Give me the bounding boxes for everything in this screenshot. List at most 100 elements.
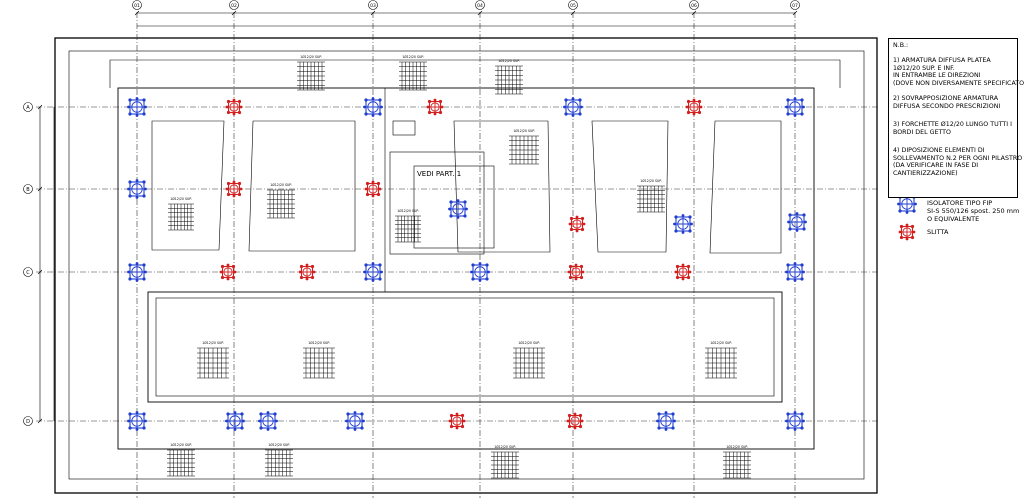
slider-symbol <box>225 180 243 198</box>
grid-bubble-row-C <box>23 267 33 277</box>
slider-symbol <box>685 98 703 116</box>
grid-bubble-col-03 <box>368 0 378 10</box>
rebar-label: 1Ø12/20 SUP. <box>498 58 520 63</box>
rebar-label: 1Ø12/20 SUP. <box>397 208 419 213</box>
slider-symbol <box>448 412 466 430</box>
rebar-label: 1Ø12/20 SUP. <box>726 444 748 449</box>
rebar-mesh: 1Ø12/20 SUP. <box>395 208 421 243</box>
rebar-mesh: 1Ø12/20 SUP. <box>303 340 335 379</box>
isolator-symbol <box>470 262 490 282</box>
slider-symbol <box>674 263 692 281</box>
slider-symbol <box>568 215 586 233</box>
opening-3 <box>392 120 416 136</box>
grid-label-col-01: 01 <box>134 3 140 9</box>
slab-outline-outer <box>54 37 878 494</box>
notes-header: N.B.: <box>893 42 909 49</box>
rebar-label: 1Ø12/20 SUP. <box>268 442 290 447</box>
rebar-label: 1Ø12/20 SUP. <box>300 54 322 59</box>
legend-slider-icon <box>898 223 916 241</box>
rebar-mesh: 1Ø12/20 SUP. <box>637 178 665 213</box>
grid-bubble-col-01 <box>132 0 142 10</box>
grid-bubble-col-06 <box>689 0 699 10</box>
dimension-tick-top <box>792 10 798 16</box>
note-1: 1) ARMATURA DIFFUSA PLATEA 1Ø12/20 SUP. … <box>893 57 1024 87</box>
isolator-symbol <box>363 97 383 117</box>
opening-1 <box>151 120 225 251</box>
slab-outline-inner <box>68 50 865 480</box>
lower-basin-inner <box>155 297 775 397</box>
rebar-label: 1Ø12/20 SUP. <box>494 444 516 449</box>
isolator-symbol <box>363 262 383 282</box>
slider-symbol <box>426 98 444 116</box>
dimension-tick-left <box>37 186 43 192</box>
dimension-tick-top <box>691 10 697 16</box>
grid-label-col-07: 07 <box>792 3 798 9</box>
rebar-label: 1Ø12/20 SUP. <box>270 182 292 187</box>
rebar-mesh: 1Ø12/20 SUP. <box>267 182 295 219</box>
note-3: 3) FORCHETTE Ø12/20 LUNGO TUTTI I BORDI … <box>893 121 1012 136</box>
rebar-label: 1Ø12/20 SUP. <box>170 442 192 447</box>
rebar-mesh: 1Ø12/20 SUP. <box>399 54 427 91</box>
grid-bubble-col-05 <box>568 0 578 10</box>
isolator-symbol <box>785 97 805 117</box>
isolator-symbol <box>127 97 147 117</box>
legend-slider-text: SLITTA <box>927 228 949 236</box>
rebar-mesh: 1Ø12/20 SUP. <box>168 196 194 231</box>
dimension-tick-top <box>370 10 376 16</box>
rebar-label: 1Ø12/20 SUP. <box>402 54 424 59</box>
isolator-symbol <box>127 179 147 199</box>
rebar-mesh: 1Ø12/20 SUP. <box>265 442 293 477</box>
rebar-meshes: 1Ø12/20 SUP. 1Ø12/20 SUP. 1Ø12/20 SUP. 1Ø12… <box>167 54 751 479</box>
isolator-symbol <box>448 199 468 219</box>
dimension-lines <box>37 10 798 424</box>
opening-2 <box>248 120 356 252</box>
isolator-symbol <box>127 411 147 431</box>
rebar-label: 1Ø12/20 SUP. <box>308 340 330 345</box>
opening-6 <box>709 120 782 254</box>
opening-5 <box>591 120 669 253</box>
supports <box>127 97 807 431</box>
dimension-tick-left <box>37 104 43 110</box>
dimension-tick-top <box>570 10 576 16</box>
isolator-symbol <box>345 411 365 431</box>
rebar-label: 1Ø12/20 SUP. <box>710 340 732 345</box>
slider-symbol <box>225 98 243 116</box>
upper-step-outline <box>109 59 841 88</box>
slider-symbol <box>567 263 585 281</box>
grid-bubble-row-D <box>23 416 33 426</box>
slider-symbol <box>364 180 382 198</box>
slider-symbol <box>219 263 237 281</box>
rebar-mesh: 1Ø12/20 SUP. <box>723 444 751 479</box>
notes-box: N.B.: 1) ARMATURA DIFFUSA PLATEA 1Ø12/20… <box>888 38 1024 198</box>
slider-symbol <box>298 263 316 281</box>
detail-callout-text: VEDI PART. 1 <box>417 170 461 178</box>
isolator-symbol <box>673 214 693 234</box>
isolator-symbol <box>127 262 147 282</box>
dimension-tick-left <box>37 269 43 275</box>
isolator-symbol <box>225 411 245 431</box>
grid-label-col-06: 06 <box>691 3 697 9</box>
isolator-symbol <box>785 411 805 431</box>
rebar-mesh: 1Ø12/20 SUP. <box>513 340 545 379</box>
grid-label-row-A: A <box>26 105 30 111</box>
rebar-mesh: 1Ø12/20 SUP. <box>495 58 523 95</box>
grid-bubble-row-B <box>23 184 33 194</box>
grid-bubble-col-04 <box>475 0 485 10</box>
grid-label-col-05: 05 <box>570 3 576 9</box>
grid-bubble-col-07 <box>790 0 800 10</box>
rebar-label: 1Ø12/20 SUP. <box>518 340 540 345</box>
dimension-tick-top <box>477 10 483 16</box>
rebar-label: 1Ø12/20 SUP. <box>513 128 535 133</box>
rebar-label: 1Ø12/20 SUP. <box>640 178 662 183</box>
grid-label-row-D: D <box>26 419 30 425</box>
grid-lines <box>36 12 878 498</box>
legend-symbols <box>897 194 917 241</box>
rebar-mesh: 1Ø12/20 SUP. <box>491 444 519 479</box>
dimension-tick-left <box>37 418 43 424</box>
rebar-label: 1Ø12/20 SUP. <box>170 196 192 201</box>
grid-label-col-04: 04 <box>477 3 483 9</box>
grid-label-row-C: C <box>26 270 30 276</box>
rebar-mesh: 1Ø12/20 SUP. <box>197 340 229 379</box>
